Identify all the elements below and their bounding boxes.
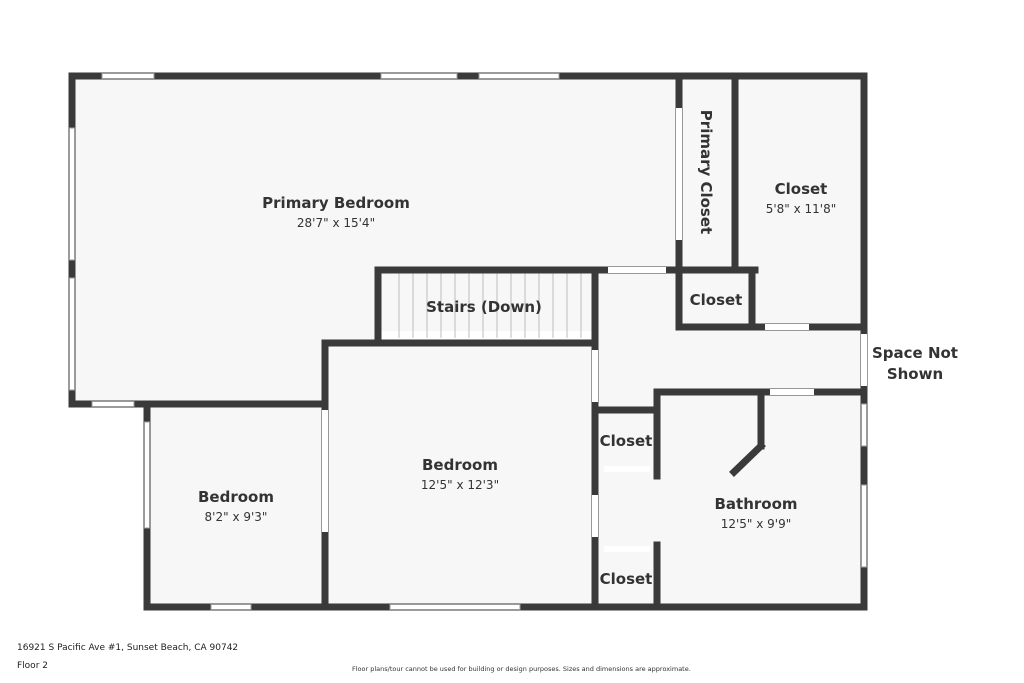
room-primary-closet: Primary Closet	[697, 110, 715, 234]
room-primary-bedroom: Primary Bedroom 28'7" x 15'4"	[262, 194, 410, 230]
room-name: Bedroom	[198, 488, 274, 506]
room-name: Closet	[600, 432, 653, 450]
room-name: Primary Closet	[697, 110, 715, 234]
room-dimensions: 28'7" x 15'4"	[297, 216, 375, 230]
space-not-shown-label: Space Not Shown	[872, 344, 958, 383]
room-dimensions: 5'8" x 11'8"	[766, 202, 837, 216]
room-dimensions: 8'2" x 9'3"	[205, 510, 268, 524]
room-name: Closet	[690, 291, 743, 309]
stairs-treads	[398, 273, 582, 338]
room-name: Closet	[775, 180, 828, 198]
property-address: 16921 S Pacific Ave #1, Sunset Beach, CA…	[17, 643, 239, 653]
floor-number: Floor 2	[17, 661, 48, 671]
room-closet-small-top: Closet	[690, 291, 743, 309]
room-stairs: Stairs (Down)	[426, 298, 542, 316]
disclaimer: Floor plans/tour cannot be used for buil…	[352, 665, 691, 673]
room-closet-bottom: Closet	[600, 570, 653, 588]
room-dimensions: 12'5" x 9'9"	[721, 517, 792, 531]
space-not-shown-line1: Space Not	[872, 344, 958, 362]
room-name: Primary Bedroom	[262, 194, 410, 212]
room-name: Bedroom	[422, 456, 498, 474]
room-name: Stairs (Down)	[426, 298, 542, 316]
room-bathroom: Bathroom 12'5" x 9'9"	[714, 495, 797, 531]
room-name: Bathroom	[714, 495, 797, 513]
room-bedroom-center: Bedroom 12'5" x 12'3"	[421, 456, 499, 492]
room-bedroom-left: Bedroom 8'2" x 9'3"	[198, 488, 274, 524]
room-name: Closet	[600, 570, 653, 588]
floor-plan: Primary Bedroom 28'7" x 15'4" Primary Cl…	[68, 72, 958, 611]
door-openings	[322, 108, 867, 552]
room-closet-large: Closet 5'8" x 11'8"	[766, 180, 837, 216]
windows	[69, 73, 867, 610]
room-dimensions: 12'5" x 12'3"	[421, 478, 499, 492]
room-closet-mid: Closet	[600, 432, 653, 450]
space-not-shown-line2: Shown	[887, 365, 943, 383]
